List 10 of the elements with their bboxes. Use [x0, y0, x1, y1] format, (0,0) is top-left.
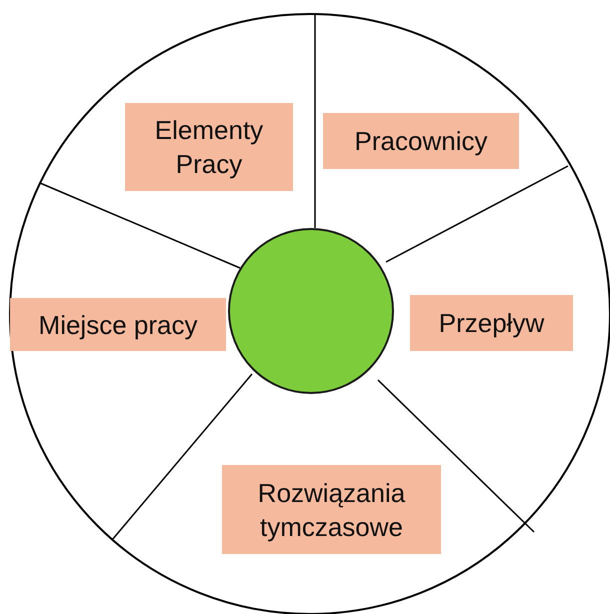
label-box — [222, 465, 441, 554]
label-text: Przepływ — [438, 307, 544, 340]
label-box — [323, 113, 519, 169]
label-text: Miejsce pracy — [38, 308, 198, 342]
label-box — [410, 295, 573, 351]
label-box — [10, 298, 226, 351]
label-text: Elementy Pracy — [154, 114, 264, 181]
label-box — [125, 103, 293, 191]
label-text: Rozwiązania tymczasowe — [256, 476, 406, 544]
label-text: Pracownicy — [354, 125, 488, 158]
